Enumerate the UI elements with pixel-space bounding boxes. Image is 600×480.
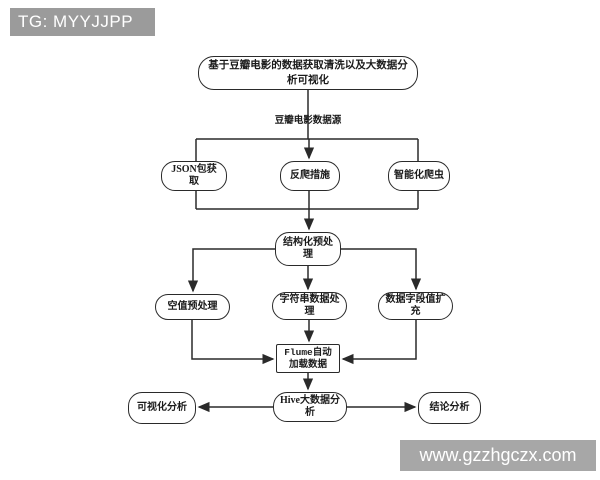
node-visual-analysis: 可视化分析	[128, 392, 196, 424]
node-json-capture: JSON包获取	[161, 161, 227, 191]
edge-null-to-flume	[191, 320, 275, 365]
tg-watermark-badge: TG: MYYJJPP	[10, 8, 155, 36]
site-watermark-text: www.gzzhgczx.com	[419, 445, 577, 465]
edge-struct-to-field	[341, 248, 422, 291]
node-hive: Hive大数据分析	[273, 392, 347, 422]
edge-field-to-flume	[341, 320, 417, 365]
edge-struct-to-null	[187, 248, 275, 293]
node-conclusion-analysis: 结论分析	[418, 392, 481, 424]
site-watermark-badge: www.gzzhgczx.com	[400, 440, 596, 471]
node-title: 基于豆瓣电影的数据获取清洗以及大数据分析可视化	[198, 56, 418, 90]
node-field-expand: 数据字段值扩充	[378, 292, 453, 320]
node-structured-preprocess: 结构化预处理	[275, 232, 341, 266]
edges	[187, 90, 422, 413]
node-flume: Flume自动加载数据	[276, 344, 340, 373]
datasource-label: 豆瓣电影数据源	[274, 116, 342, 126]
node-smart-crawler: 智能化爬虫	[388, 161, 450, 191]
node-null-preprocess: 空值预处理	[155, 294, 230, 320]
tg-watermark-text: TG: MYYJJPP	[18, 12, 134, 31]
node-anti-crawl: 反爬措施	[280, 161, 340, 191]
node-string-process: 字符串数据处理	[272, 292, 347, 320]
